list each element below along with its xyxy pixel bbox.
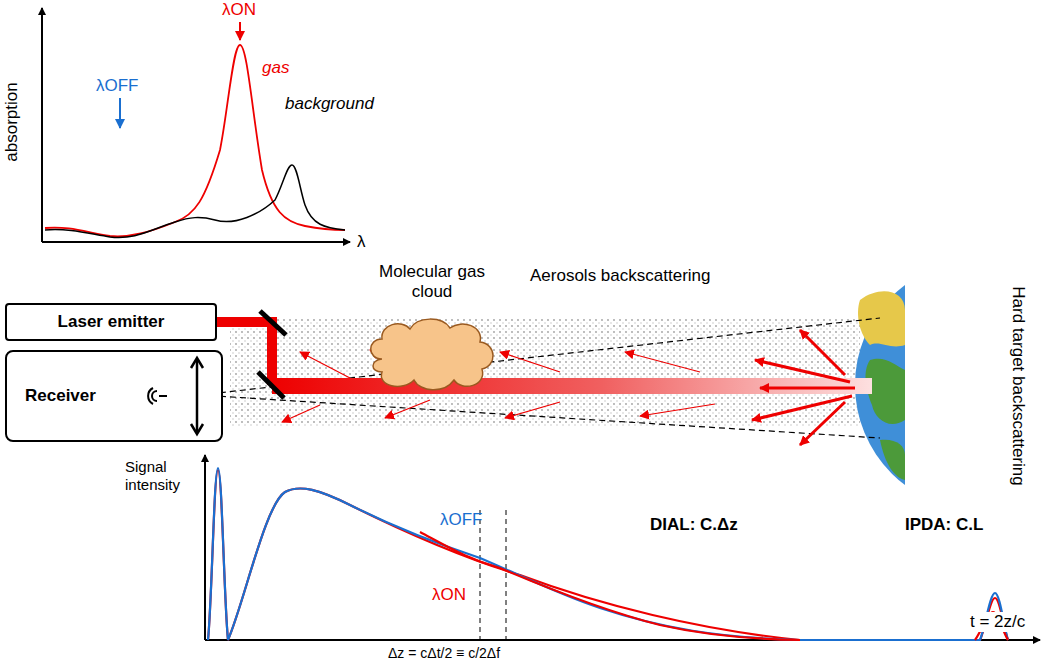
resolution-formula: Δz = cΔt/2 ≡ c/2Δf <box>386 645 502 661</box>
target-label: Hard target backscattering <box>1008 286 1028 485</box>
node-label: Receiver <box>25 386 96 406</box>
curve-label: gas <box>262 58 289 78</box>
gas-cloud: Molecular gas cloud <box>362 262 502 394</box>
node-label: Molecular gas cloud <box>362 262 502 301</box>
cloud-outline <box>362 314 502 394</box>
wavelength-off: λOFF <box>96 76 139 96</box>
axis-label: λ <box>357 232 366 252</box>
axis-label: absorption <box>2 82 22 161</box>
axis-label: Signal intensity <box>125 458 203 494</box>
trace-label: λON <box>432 585 466 605</box>
curve-label: background <box>285 94 374 114</box>
emitter-box: Laser emitter <box>5 303 217 341</box>
method-label: DIAL: C.Δz <box>650 515 738 535</box>
method-label: IPDA: C.L <box>905 515 983 535</box>
region-label: Aerosols backscattering <box>530 266 710 286</box>
wavelength-on: λON <box>222 0 256 20</box>
node-label: Laser emitter <box>7 305 215 339</box>
lens-detector <box>137 352 217 440</box>
receiver-box: Receiver <box>5 350 223 442</box>
axis-label: t = 2z/c <box>968 612 1027 632</box>
trace-label: λOFF <box>440 510 483 530</box>
